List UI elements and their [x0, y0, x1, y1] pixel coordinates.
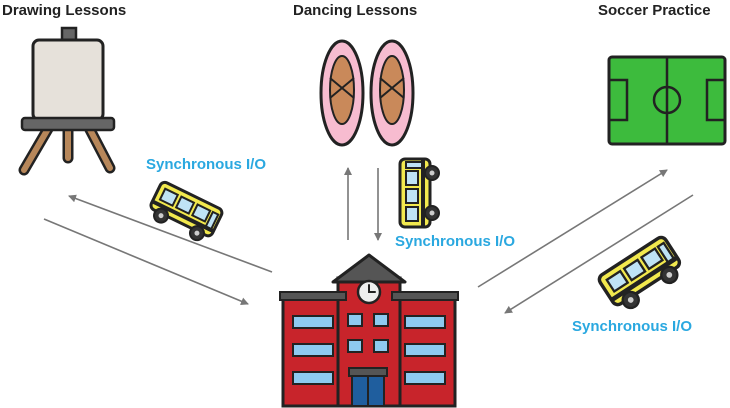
arrow-soccer-to-school	[504, 194, 694, 314]
arrow-school-to-soccer	[477, 169, 668, 288]
soccer-field-icon	[607, 55, 727, 146]
school-bus-icon	[143, 179, 226, 248]
title-drawing-lessons: Drawing Lessons	[2, 2, 127, 19]
arrow-drawing-to-school	[43, 218, 249, 305]
school-building-icon	[279, 253, 459, 408]
arrows	[43, 167, 694, 314]
arrow-school-to-drawing	[68, 194, 273, 273]
clock-icon	[356, 279, 382, 305]
ballet-shoes-icon	[319, 39, 415, 147]
label-synchronous-io-center: Synchronous I/O	[395, 233, 516, 250]
label-synchronous-io-right: Synchronous I/O	[572, 318, 693, 335]
easel-icon	[18, 26, 116, 176]
title-dancing-lessons: Dancing Lessons	[293, 2, 418, 19]
school-bus-icon	[398, 157, 441, 229]
title-soccer-practice: Soccer Practice	[598, 2, 711, 19]
label-synchronous-io-left: Synchronous I/O	[146, 156, 267, 173]
